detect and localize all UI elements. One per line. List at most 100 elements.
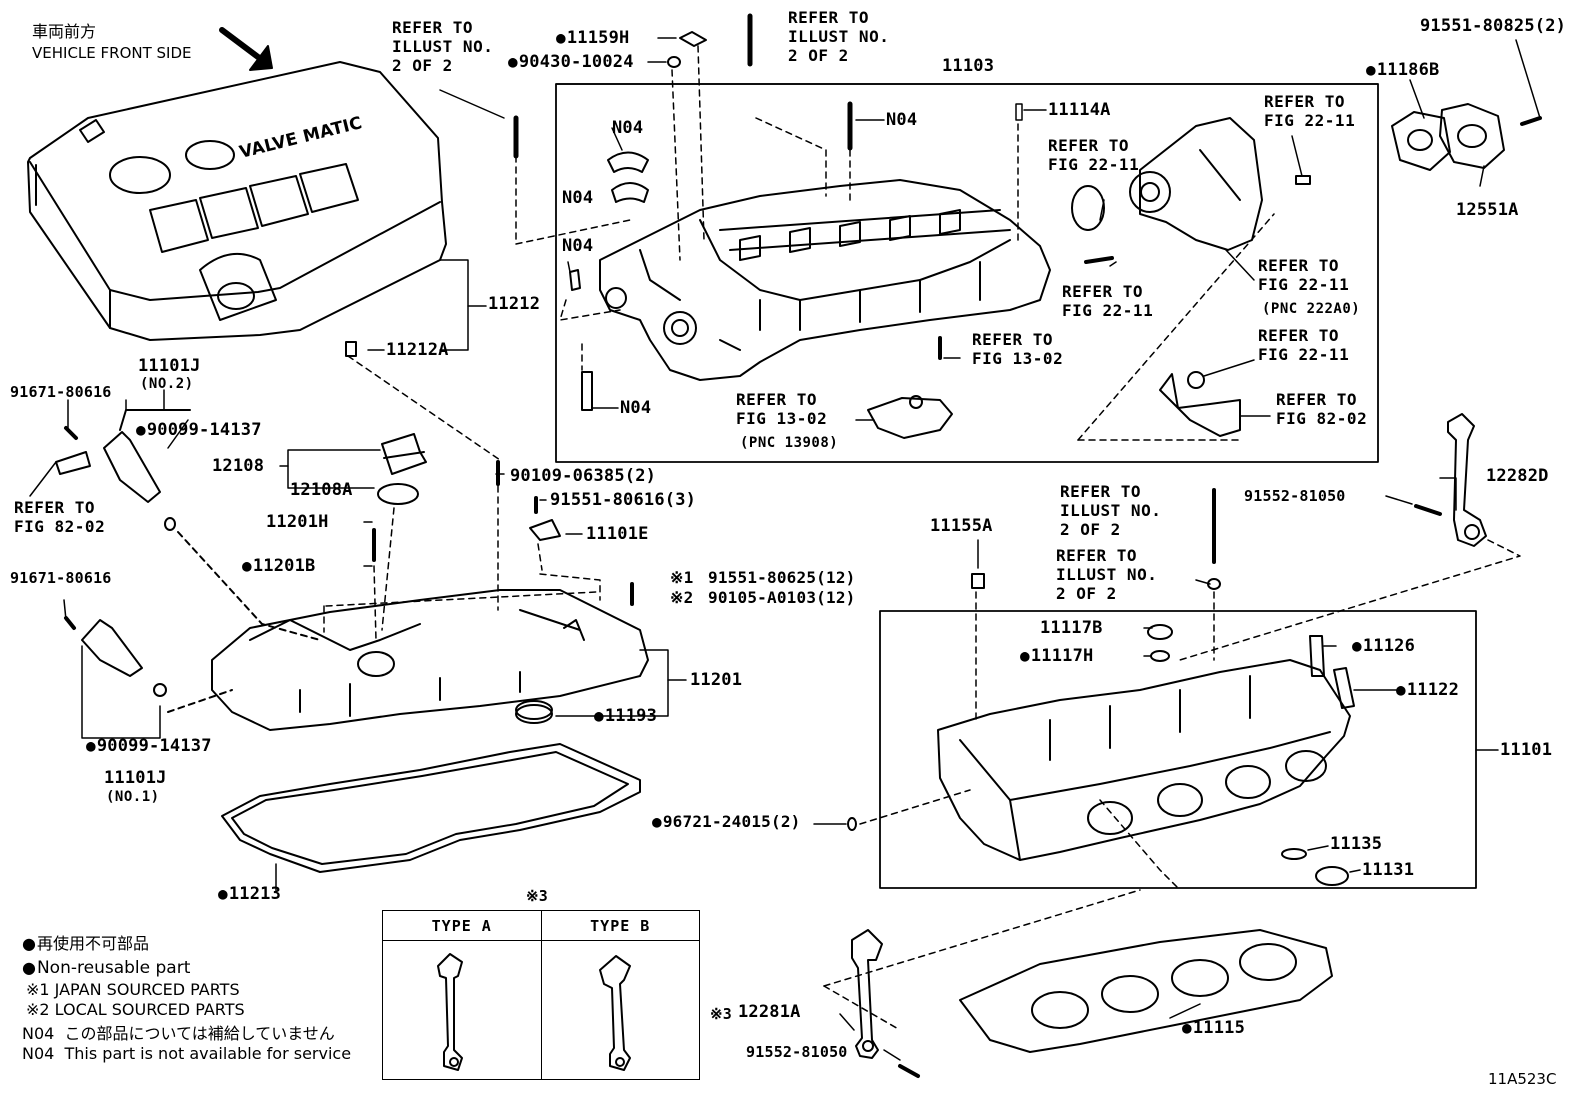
leader-lines xyxy=(29,37,1541,1061)
label-no2: (NO.2) xyxy=(140,376,194,392)
refer-illust-top-center[interactable]: REFER TO ILLUST NO. 2 OF 2 xyxy=(788,8,890,65)
part-90430-10024[interactable]: 90430-10024 xyxy=(508,52,634,72)
part-12282D[interactable]: 12282D xyxy=(1486,466,1549,486)
mark-1: ※1 xyxy=(670,568,694,587)
legend-local-sourced: ※2 LOCAL SOURCED PARTS xyxy=(26,1000,245,1019)
legend-n04-en: N04 This part is not available for servi… xyxy=(22,1044,352,1063)
refer-illust-head-a[interactable]: REFER TO ILLUST NO. 2 OF 2 xyxy=(1060,482,1162,539)
oil-filler-cap-illustration xyxy=(377,433,427,631)
part-11101J-no2[interactable]: 11101J xyxy=(138,356,201,376)
hanger-type-table: TYPE A TYPE B xyxy=(382,910,700,1080)
part-11201[interactable]: 11201 xyxy=(690,670,743,690)
refer-fig-82-02-left[interactable]: REFER TO FIG 82-02 xyxy=(14,498,106,536)
part-11212[interactable]: 11212 xyxy=(488,294,541,314)
vehicle-front-label: VEHICLE FRONT SIDE xyxy=(32,44,192,62)
part-11155A[interactable]: 11155A xyxy=(930,516,993,536)
mark-3-label: ※3 xyxy=(710,1005,732,1023)
refer-illust-top-left[interactable]: REFER TO ILLUST NO. 2 OF 2 xyxy=(392,18,494,75)
fastener-illustration xyxy=(667,31,707,68)
bracket-1302-illustration xyxy=(867,336,953,439)
part-11212A[interactable]: 11212A xyxy=(386,340,449,360)
part-91551-80825[interactable]: 91551-80825(2) xyxy=(1420,16,1567,36)
vehicle-front-label-jp: 車両前方 xyxy=(32,22,97,41)
refer-fig-22-11-c[interactable]: REFER TO FIG 22-11 xyxy=(1062,282,1154,320)
part-11201H[interactable]: 11201H xyxy=(266,512,329,532)
camshaft-housing-illustration xyxy=(599,179,1051,381)
type-b-header: TYPE B xyxy=(540,910,700,941)
part-N04-cap-lower: N04 xyxy=(562,188,594,208)
part-N04-pin: N04 xyxy=(562,236,594,256)
part-N04-bolt-lower: N04 xyxy=(620,398,652,418)
part-11101[interactable]: 11101 xyxy=(1500,740,1553,760)
part-11193[interactable]: 11193 xyxy=(594,706,657,726)
type-b-cell xyxy=(540,940,700,1080)
part-11131[interactable]: 11131 xyxy=(1362,860,1415,880)
refer-illust-head-b[interactable]: REFER TO ILLUST NO. 2 OF 2 xyxy=(1056,546,1158,603)
refer-fig-82-02-right[interactable]: REFER TO FIG 82-02 xyxy=(1276,390,1368,428)
part-91551-80616[interactable]: 91551-80616(3) xyxy=(550,490,697,510)
part-11159H[interactable]: 11159H xyxy=(556,28,629,48)
part-91671-80616-b[interactable]: 91671-80616 xyxy=(10,569,112,587)
legend-nonreusable-jp: 再使用不可部品 xyxy=(22,934,149,953)
type-a-cell xyxy=(382,940,542,1080)
refer-fig-22-11-d[interactable]: REFER TO FIG 22-11 xyxy=(1258,256,1350,294)
bearing-cap-illustration xyxy=(569,151,649,411)
cover-plate-illustration xyxy=(1391,103,1542,171)
part-11101E[interactable]: 11101E xyxy=(586,524,649,544)
mark-3-table: ※3 xyxy=(526,887,548,905)
refer-fig-13-02-a[interactable]: REFER TO FIG 13-02 xyxy=(972,330,1064,368)
part-12281A[interactable]: 12281A xyxy=(738,1002,801,1022)
mark-2: ※2 xyxy=(670,588,694,607)
refer-fig-22-11-e[interactable]: REFER TO FIG 22-11 xyxy=(1258,326,1350,364)
part-11117H[interactable]: 11117H xyxy=(1020,646,1093,666)
vacuum-pump-illustration xyxy=(1071,117,1311,441)
part-90109-06385[interactable]: 90109-06385(2) xyxy=(510,466,657,486)
part-N04-cap: N04 xyxy=(612,118,644,138)
part-11201B[interactable]: 11201B xyxy=(242,556,315,576)
part-91552-81050-a[interactable]: 91552-81050 xyxy=(1244,487,1346,505)
bracket-illustration xyxy=(1159,371,1241,437)
label-no1: (NO.1) xyxy=(106,789,160,805)
part-11114A[interactable]: 11114A xyxy=(1048,100,1111,120)
part-11186B[interactable]: 11186B xyxy=(1366,60,1439,80)
part-11126[interactable]: 11126 xyxy=(1352,636,1415,656)
part-90105-A0103[interactable]: 90105-A0103(12) xyxy=(708,588,856,607)
legend-nonreusable: Non-reusable part xyxy=(22,958,190,978)
type-a-header: TYPE A xyxy=(382,910,542,941)
part-11213[interactable]: 11213 xyxy=(218,884,281,904)
part-N04-bolt: N04 xyxy=(886,110,918,130)
part-11135[interactable]: 11135 xyxy=(1330,834,1383,854)
part-91551-80625[interactable]: 91551-80625(12) xyxy=(708,568,856,587)
legend-japan-sourced: ※1 JAPAN SOURCED PARTS xyxy=(26,980,240,999)
part-91552-81050-b[interactable]: 91552-81050 xyxy=(746,1043,848,1061)
part-11115[interactable]: 11115 xyxy=(1182,1018,1245,1038)
refer-fig-22-11-a[interactable]: REFER TO FIG 22-11 xyxy=(1264,92,1356,130)
legend-n04-jp: N04 この部品については補給していません xyxy=(22,1024,335,1043)
cylinder-head-illustration xyxy=(847,488,1355,891)
engine-hanger-rear-illustration xyxy=(823,889,1141,1078)
part-91671-80616-a[interactable]: 91671-80616 xyxy=(10,383,112,401)
part-90099-14137-a[interactable]: 90099-14137 xyxy=(136,420,262,440)
pnc-222A0: (PNC 222A0) xyxy=(1262,301,1361,317)
engine-hanger-illustration xyxy=(1179,413,1521,661)
guide-lines xyxy=(439,13,1023,371)
part-12108A[interactable]: 12108A xyxy=(290,480,353,500)
refer-fig-22-11-b[interactable]: REFER TO FIG 22-11 xyxy=(1048,136,1140,174)
front-arrow-icon xyxy=(219,27,273,71)
part-12108[interactable]: 12108 xyxy=(212,456,265,476)
part-11103[interactable]: 11103 xyxy=(942,56,995,76)
pnc-13908: (PNC 13908) xyxy=(740,435,839,451)
valve-cover-gasket-illustration xyxy=(221,743,641,873)
part-11117B[interactable]: 11117B xyxy=(1040,618,1103,638)
part-90099-14137-b[interactable]: 90099-14137 xyxy=(86,736,212,756)
valve-cover-illustration xyxy=(211,341,649,731)
figure-code: 11A523C xyxy=(1488,1070,1557,1088)
part-96721-24015[interactable]: 96721-24015(2) xyxy=(652,812,801,832)
engine-cover-illustration xyxy=(27,61,447,341)
part-11101J-no1[interactable]: 11101J xyxy=(104,768,167,788)
part-11122[interactable]: 11122 xyxy=(1396,680,1459,700)
refer-fig-13-02-b[interactable]: REFER TO FIG 13-02 xyxy=(736,390,828,428)
part-12551A[interactable]: 12551A xyxy=(1456,200,1519,220)
